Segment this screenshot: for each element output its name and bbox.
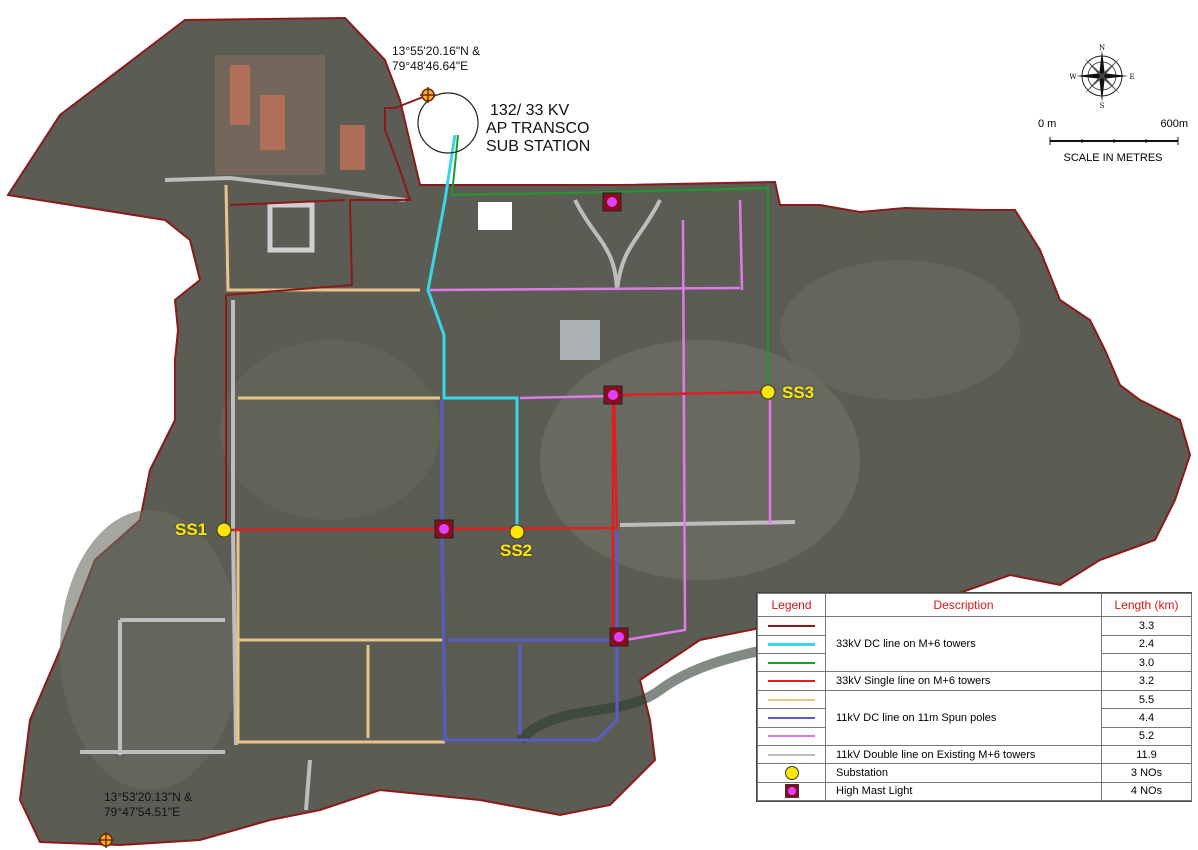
- substation-ss1: [216, 522, 232, 538]
- high-mast-icon: [784, 784, 799, 799]
- coord-label-top: 13°55'20.16"N & 79°48'46.64"E: [392, 44, 480, 74]
- coord-bottom-lon: 79°47'54.51"E: [104, 805, 181, 819]
- coord-marker-top: [420, 87, 436, 103]
- scale-bar: 0 m 600m SCALE IN METRES: [1038, 118, 1188, 164]
- substation-label-line3: SUB STATION: [486, 138, 591, 155]
- legend-table: Legend Description Length (km) 33kV DC l…: [756, 592, 1192, 802]
- ss2-label: SS2: [500, 541, 533, 560]
- legend-swatch-green: [768, 661, 815, 664]
- legend-length: 3.3: [1101, 616, 1192, 636]
- coord-bottom-lat: 13°53'20.13"N &: [104, 790, 193, 804]
- legend-swatch-blue: [768, 716, 815, 719]
- legend-swatch-violet: [768, 735, 815, 738]
- ap-transco-substation: [417, 92, 479, 154]
- high-mast-light: [434, 519, 454, 539]
- legend-swatch-tan: [768, 698, 815, 701]
- scale-bar-ruler: [1049, 137, 1179, 145]
- legend-length: 4 NOs: [1101, 781, 1192, 802]
- legend-length: 3.2: [1101, 671, 1192, 691]
- coord-marker-bottom: [98, 832, 114, 848]
- legend-length: 3.0: [1101, 653, 1192, 673]
- legend-header-legend: Legend: [757, 592, 826, 618]
- legend-swatch-maroon: [768, 625, 815, 628]
- legend-desc-single33: 33kV Single line on M+6 towers: [825, 671, 1102, 691]
- high-mast-light: [603, 385, 623, 405]
- single33-red-lines: [225, 390, 769, 640]
- dc11-violet-lines: [429, 199, 772, 642]
- scale-start: 0 m: [1038, 118, 1057, 130]
- substation-label-line1: 132/ 33 KV: [490, 102, 570, 119]
- dc11-tan-lines: [224, 184, 445, 744]
- substation-ss3: [760, 384, 776, 400]
- substation-label-line2: AP TRANSCO: [486, 120, 590, 137]
- substation-ss2: [509, 524, 525, 540]
- compass-north: N: [1099, 44, 1105, 52]
- scale-end: 600m: [1160, 118, 1188, 130]
- legend-swatch-cyan: [768, 642, 815, 646]
- coord-top-lat: 13°55'20.16"N &: [392, 44, 481, 58]
- high-mast-light: [602, 192, 622, 212]
- coord-label-bottom: 13°53'20.13"N & 79°47'54.51"E: [104, 790, 192, 820]
- legend-swatch-grey: [768, 753, 815, 756]
- compass-west: W: [1070, 73, 1077, 81]
- compass-east: E: [1129, 73, 1134, 81]
- legend-desc-dc33: 33kV DC line on M+6 towers: [825, 616, 1102, 673]
- ss3-label: SS3: [782, 383, 815, 402]
- legend-desc-dc11: 11kV DC line on 11m Spun poles: [825, 689, 1102, 746]
- high-mast-light: [609, 627, 629, 647]
- compass-south: S: [1100, 102, 1105, 108]
- legend-length: 5.5: [1101, 689, 1192, 710]
- legend-header-length: Length (km): [1101, 592, 1192, 618]
- legend-swatch-red: [768, 680, 815, 683]
- legend-desc-mast: High Mast Light: [825, 781, 1102, 802]
- dc33-maroon-lines: [225, 94, 429, 530]
- legend-desc-double11: 11kV Double line on Existing M+6 towers: [825, 744, 1102, 765]
- ss1-label: SS1: [175, 520, 208, 539]
- legend-length: 4.4: [1101, 708, 1192, 728]
- substation-icon: [784, 765, 799, 780]
- dc33-cyan-lines: [426, 134, 519, 530]
- scale-caption: SCALE IN METRES: [1063, 152, 1163, 164]
- dc33-green-lines: [450, 134, 769, 392]
- dc11-blue-lines: [440, 400, 619, 742]
- substation-label: 132/ 33 KV AP TRANSCO SUB STATION: [486, 102, 590, 156]
- legend-desc-substation: Substation: [825, 763, 1102, 783]
- legend-length: 5.2: [1101, 726, 1192, 746]
- coord-top-lon: 79°48'46.64"E: [392, 59, 469, 73]
- legend-length: 3 NOs: [1101, 763, 1192, 783]
- legend-length: 11.9: [1101, 744, 1192, 765]
- compass-rose-icon: N E S W: [1070, 44, 1134, 108]
- legend-header-description: Description: [825, 592, 1102, 618]
- legend-length: 2.4: [1101, 634, 1192, 655]
